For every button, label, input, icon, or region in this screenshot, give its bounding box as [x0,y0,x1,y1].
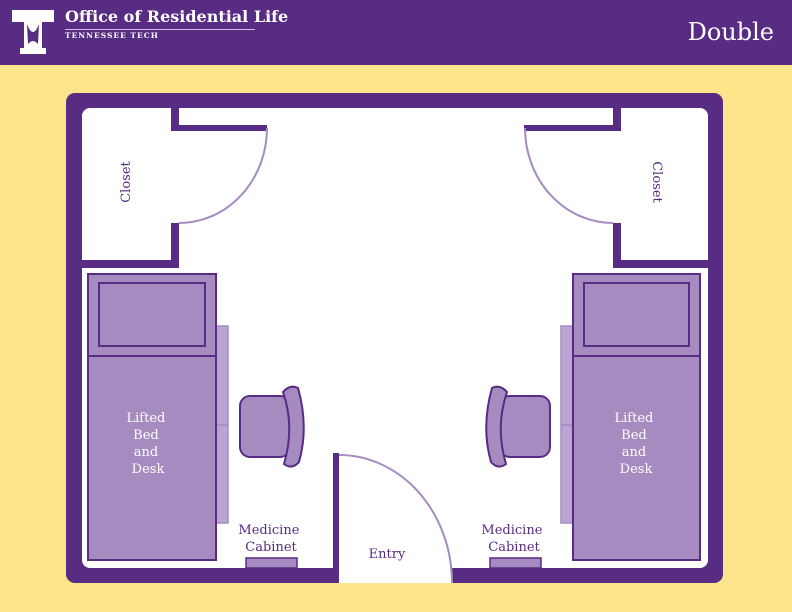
bed-right-label: Lifted Bed and Desk [615,411,658,477]
pillow-right [583,282,690,347]
org-name: Office of Residential Life [65,7,288,30]
closet-left: Closet [80,106,268,268]
medicine-cabinet-left-label: Medicine Cabinet [238,523,303,555]
bed-left-label: Lifted Bed and Desk [127,411,170,477]
closet-right: Closet [524,106,710,268]
entry-wall [333,453,339,583]
chair-left [239,385,305,468]
entry-label: Entry [369,547,406,562]
tennessee-tech-logo [12,10,54,54]
room-type-title: Double [687,18,774,46]
bed-left: Lifted Bed and Desk [87,273,229,561]
closet-door-arc-right [524,127,614,224]
medicine-cabinet-right [489,557,542,569]
header-bar: Office of Residential Life TENNESSEE TEC… [0,0,792,65]
medicine-cabinet-left [245,557,298,569]
chair-right [485,385,551,468]
room-floor [82,108,708,568]
pillow-left [98,282,206,347]
bed-right: Lifted Bed and Desk [560,273,701,561]
closet-door-arc-left [178,127,268,224]
entry-door-arc [338,454,453,584]
university-name: TENNESSEE TECH [65,31,159,40]
closet-left-label: Closet [119,160,134,202]
closet-right-label: Closet [649,161,664,203]
medicine-cabinet-right-label: Medicine Cabinet [481,523,546,555]
entry-gap [339,566,452,583]
